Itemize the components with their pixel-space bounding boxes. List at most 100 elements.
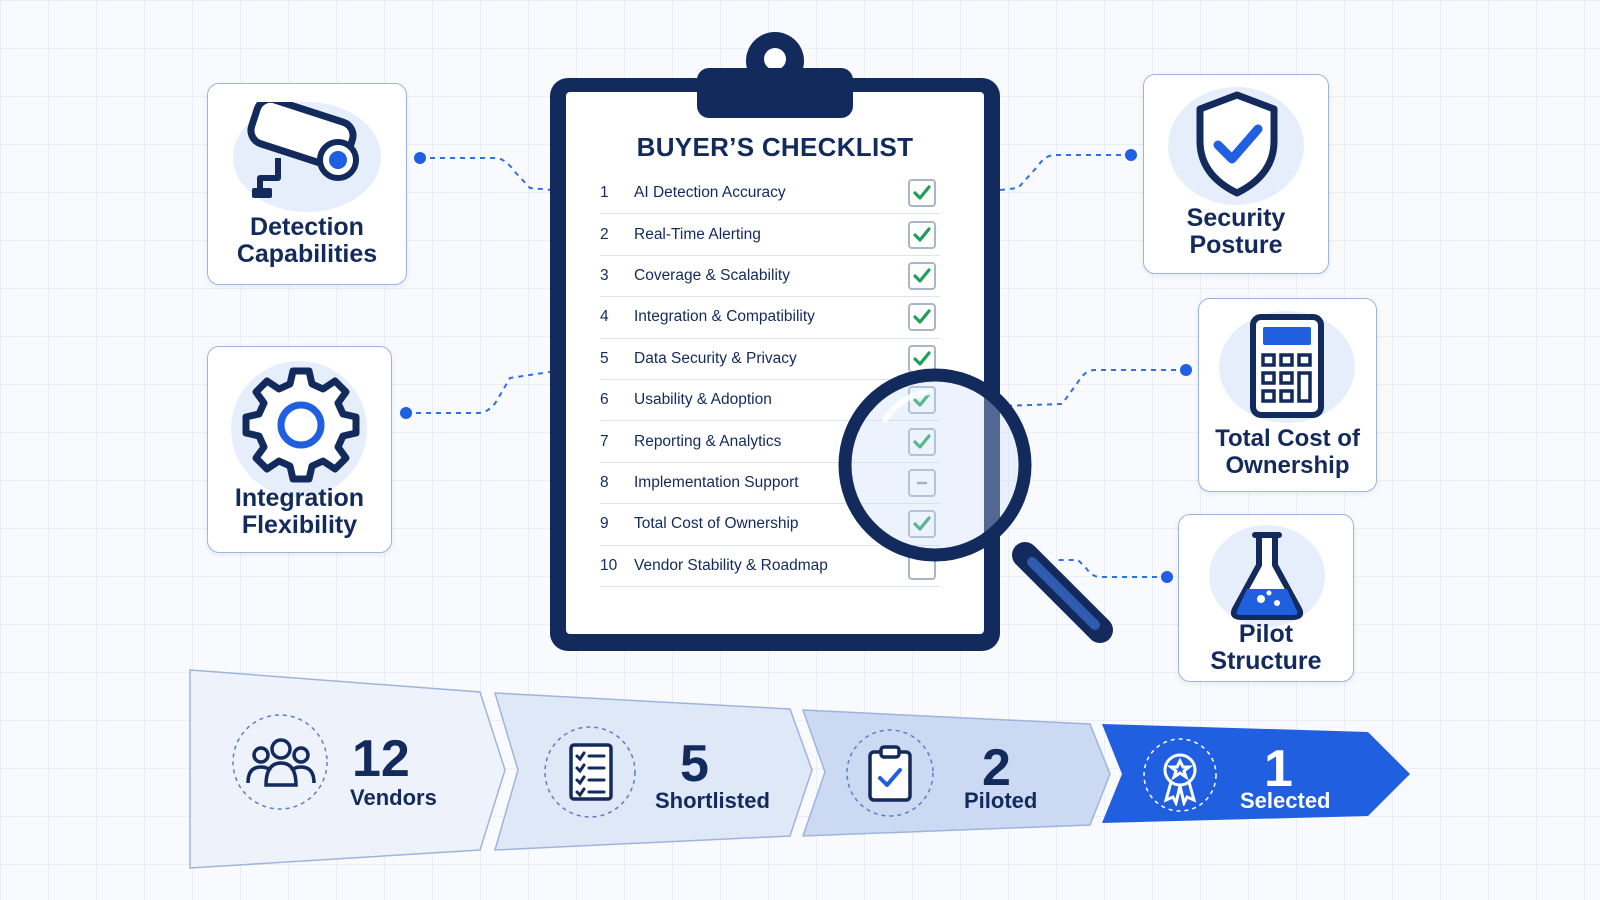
funnel-icon-ring-shortlisted	[544, 726, 636, 818]
funnel-count-vendors: 12	[352, 730, 410, 788]
checklist-number: 7	[600, 432, 609, 450]
connector-pilot	[1058, 559, 1167, 578]
card-title-line: Detection	[250, 213, 364, 241]
checklist-number: 6	[600, 391, 609, 409]
checklist-number: 2	[600, 225, 609, 243]
people-icon	[246, 738, 316, 787]
card-title-line: Pilot	[1238, 620, 1294, 648]
card-title-line: Flexibility	[241, 511, 358, 539]
card-title: Total Cost of Ownership	[1199, 425, 1376, 479]
checklist-label: Coverage & Scalability	[634, 266, 790, 284]
clipboard-ring-hole	[764, 48, 786, 70]
clipboard-clip	[697, 68, 853, 118]
checklist-number: 1	[600, 184, 609, 202]
connector-dot-integration	[400, 407, 412, 419]
checklist-number: 10	[600, 556, 618, 574]
checklist-label: Implementation Support	[634, 473, 799, 491]
checklist-row: 4 Integration & Compatibility	[600, 297, 940, 339]
funnel-count-selected: 1	[1264, 740, 1293, 798]
checklist-row: 9 Total Cost of Ownership	[600, 504, 940, 546]
funnel-label-piloted: Piloted	[964, 788, 1038, 813]
connector-dot-tco	[1180, 364, 1192, 376]
card-title-line: Capabilities	[236, 240, 378, 268]
checkbox-partial[interactable]	[908, 468, 936, 497]
clipboard-check-icon	[868, 745, 912, 802]
funnel-stage-shortlisted-shape	[493, 692, 813, 851]
check-icon	[913, 226, 931, 242]
award-icon	[1163, 753, 1197, 806]
checklist-row: 2 Real-Time Alerting	[600, 214, 940, 256]
connector-security	[999, 154, 1131, 191]
checkbox-checked[interactable]	[908, 386, 936, 415]
connector-detection	[420, 157, 553, 191]
checkbox-checked[interactable]	[908, 179, 936, 208]
check-icon	[913, 309, 931, 324]
funnel-icon-ring-piloted	[846, 729, 934, 817]
checkbox-empty[interactable]	[908, 551, 936, 580]
checklist-number: 4	[600, 308, 609, 326]
checkbox-checked[interactable]	[908, 303, 936, 332]
checklist-number: 3	[600, 266, 609, 284]
checklist-label: Integration & Compatibility	[634, 308, 815, 326]
card-security-posture: Security Posture	[1143, 74, 1329, 274]
checklist-label: Real-Time Alerting	[634, 225, 761, 243]
card-detection-capabilities: Detection Capabilities	[207, 83, 407, 285]
funnel-label-selected: Selected	[1240, 788, 1331, 813]
flask-icon	[1230, 532, 1304, 620]
funnel-icon-ring-vendors	[232, 714, 328, 810]
gear-icon	[242, 367, 360, 483]
funnel-label-shortlisted: Shortlisted	[655, 788, 770, 813]
card-title-line: Ownership	[1225, 452, 1350, 479]
funnel-label-vendors: Vendors	[350, 785, 437, 810]
funnel-count-shortlisted: 5	[680, 735, 709, 793]
check-icon	[913, 351, 931, 366]
checklist-row: 7 Reporting & Analytics	[600, 421, 940, 463]
card-title: Integration Flexibility	[208, 485, 391, 539]
checklist-label: AI Detection Accuracy	[634, 184, 786, 202]
card-title-line: Total Cost of	[1215, 425, 1360, 452]
card-title: Pilot Structure	[1179, 621, 1353, 675]
calculator-icon	[1250, 314, 1324, 418]
checklist-label: Usability & Adoption	[634, 391, 772, 409]
checklist-row: 5 Data Security & Privacy	[600, 339, 940, 380]
card-title-line: Integration	[234, 484, 365, 512]
checklist-number: 8	[600, 473, 609, 491]
funnel-icon-ring-selected	[1143, 738, 1217, 812]
checkbox-checked[interactable]	[908, 220, 936, 249]
security-camera-icon	[247, 102, 359, 198]
checklist-row: 3 Coverage & Scalability	[600, 256, 940, 298]
card-title: Detection Capabilities	[208, 214, 406, 268]
card-total-cost-of-ownership: Total Cost of Ownership	[1198, 298, 1377, 492]
checklist-label: Total Cost of Ownership	[634, 515, 799, 533]
connector-dot-pilot	[1161, 571, 1173, 583]
check-icon	[913, 268, 931, 283]
card-pilot-structure: Pilot Structure	[1178, 514, 1354, 682]
funnel-stage-piloted-shape	[801, 709, 1111, 837]
card-title: Security Posture	[1144, 205, 1328, 259]
dash-icon	[917, 481, 927, 485]
card-integration-flexibility: Integration Flexibility	[207, 346, 392, 553]
checkbox-checked[interactable]	[908, 427, 936, 456]
checkbox-checked[interactable]	[908, 261, 936, 290]
card-title-line: Security	[1186, 204, 1286, 232]
funnel-stage-selected-shape	[1102, 724, 1410, 823]
checkbox-checked[interactable]	[908, 344, 936, 373]
card-title-line: Structure	[1210, 647, 1322, 675]
check-icon	[913, 185, 931, 200]
connector-dot-security	[1125, 149, 1137, 161]
checklist-number: 5	[600, 349, 609, 367]
checklist-number: 9	[600, 515, 609, 533]
connector-tco	[999, 369, 1186, 407]
connector-dot-detection	[414, 152, 426, 164]
shield-check-icon	[1196, 91, 1278, 197]
funnel-count-piloted: 2	[982, 739, 1011, 797]
check-icon	[913, 433, 931, 449]
funnel-stage-vendors-shape	[189, 669, 506, 869]
checklist-label: Vendor Stability & Roadmap	[634, 556, 828, 574]
checklist-row: 8 Implementation Support	[600, 463, 940, 505]
checkbox-checked[interactable]	[908, 510, 936, 539]
checklist-row: 6 Usability & Adoption	[600, 380, 940, 422]
connector-integration	[406, 371, 551, 414]
